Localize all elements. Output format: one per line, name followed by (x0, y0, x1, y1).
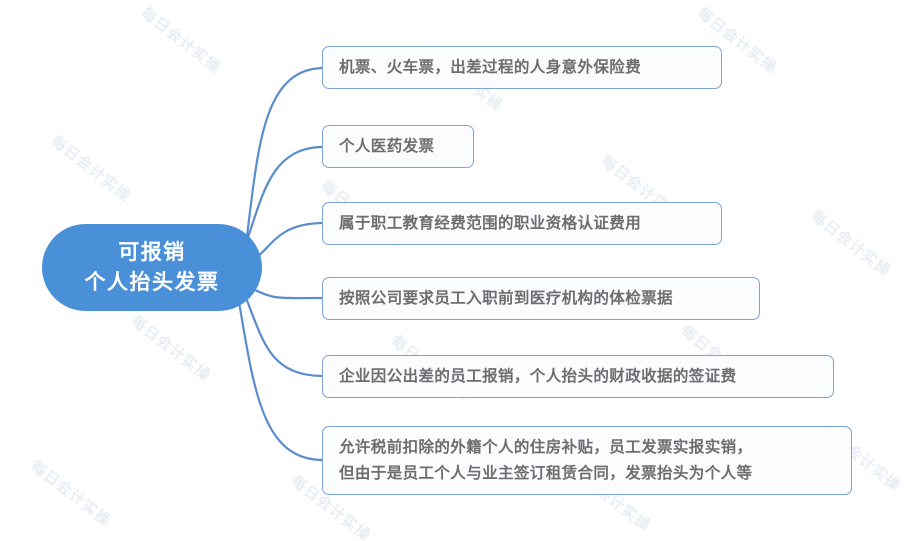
branch-box-2[interactable]: 个人医药发票 (322, 125, 474, 168)
watermark-text: 每日会计实操 (47, 131, 135, 205)
root-node-label-line1: 可报销 (118, 239, 186, 264)
watermark-text: 每日会计实操 (807, 206, 895, 280)
connector-line-1 (244, 66, 324, 246)
root-node-label-line2: 个人抬头发票 (84, 269, 220, 294)
connector-line-5 (241, 288, 324, 378)
connector-line-6 (236, 294, 324, 462)
branch-label-4: 按照公司要求员工入职前到医疗机构的体检票据 (339, 288, 673, 307)
branch-label-3: 属于职工教育经费范围的职业资格认证费用 (339, 213, 642, 232)
branch-box-6[interactable]: 允许税前扣除的外籍个人的住房补贴，员工发票实报实销， 但由于是员工个人与业主签订… (322, 426, 852, 495)
branch-label-5: 企业因公出差的员工报销，个人抬头的财政收据的签证费 (339, 366, 737, 385)
branch-label-6: 允许税前扣除的外籍个人的住房补贴，员工发票实报实销， 但由于是员工个人与业主签订… (339, 438, 753, 482)
branch-label-1: 机票、火车票，出差过程的人身意外保险费 (339, 57, 642, 76)
watermark-text: 每日会计实操 (127, 311, 215, 385)
branch-box-3[interactable]: 属于职工教育经费范围的职业资格认证费用 (322, 202, 722, 245)
branch-box-5[interactable]: 企业因公出差的员工报销，个人抬头的财政收据的签证费 (322, 355, 834, 398)
branch-label-2: 个人医药发票 (339, 136, 435, 155)
connector-line-2 (241, 145, 324, 254)
branch-box-1[interactable]: 机票、火车票，出差过程的人身意外保险费 (322, 46, 722, 89)
watermark-text: 每日会计实操 (27, 456, 115, 530)
connector-line-4 (249, 286, 324, 300)
root-node[interactable]: 可报销 个人抬头发票 (42, 224, 262, 311)
connector-line-3 (249, 221, 324, 264)
watermark-text: 每日会计实操 (137, 3, 225, 77)
branch-box-4[interactable]: 按照公司要求员工入职前到医疗机构的体检票据 (322, 277, 760, 320)
